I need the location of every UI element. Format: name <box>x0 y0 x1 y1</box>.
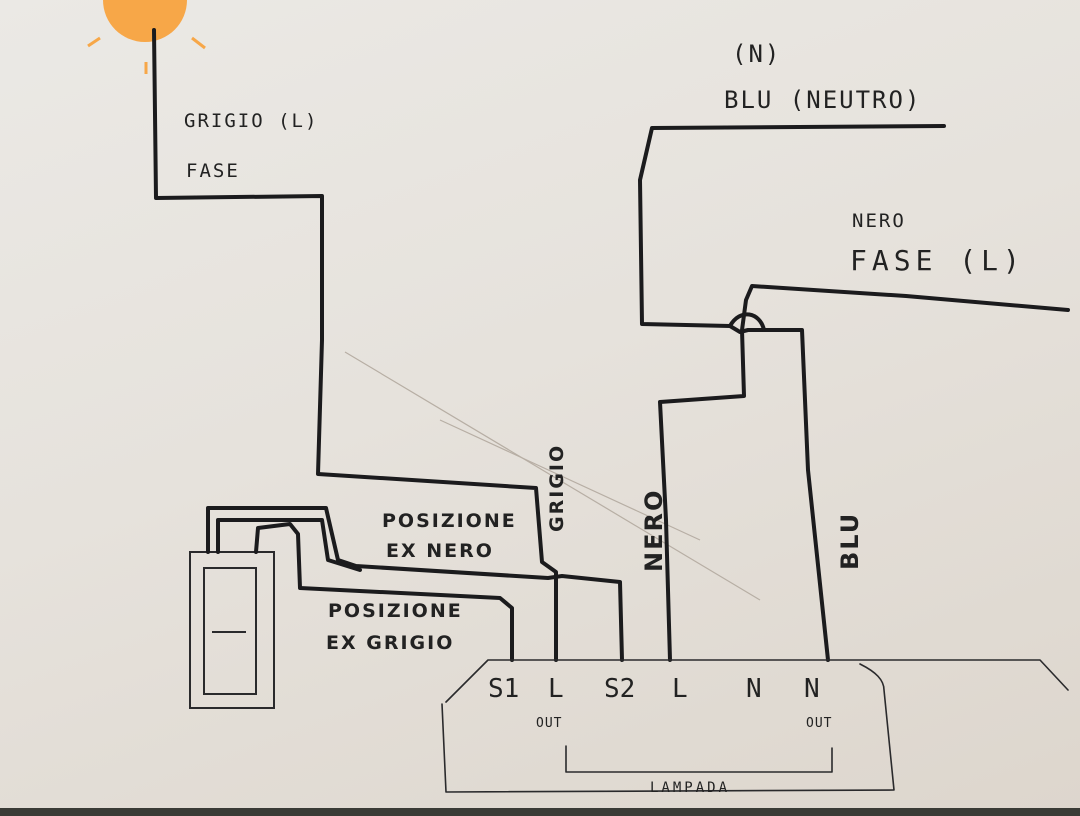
label-blu-neutro: BLU (NEUTRO) <box>724 86 922 114</box>
faint-diagonal-line-2 <box>439 419 701 541</box>
label-out-right: OUT <box>806 716 833 731</box>
terminal-n: N <box>746 674 762 704</box>
wire-switch-inner <box>216 518 362 572</box>
label-wire-grigio: GRIGIO <box>546 443 568 532</box>
lampada-bracket <box>565 745 833 773</box>
label-nero-fase-l: FASE (L) <box>850 244 1025 277</box>
label-out-left: OUT <box>536 716 563 731</box>
terminal-n-out: N <box>804 674 820 704</box>
sun-icon <box>87 0 206 74</box>
label-posizione-ex-nero-1: POSIZIONE <box>382 510 517 532</box>
label-nero: NERO <box>852 210 906 232</box>
label-posizione-ex-grigio-2: EX GRIGIO <box>326 632 455 654</box>
wire-grigio-fase <box>152 28 558 662</box>
wire-posizione-ex-nero <box>206 506 624 662</box>
wire-blu-neutro <box>638 124 946 662</box>
bottom-edge-strip <box>0 808 1080 816</box>
wire-nero-fase <box>658 284 1070 662</box>
label-wire-blu: BLU <box>836 511 864 570</box>
label-lampada: LAMPADA <box>650 780 731 796</box>
wall-switch <box>189 551 275 709</box>
label-wire-nero: NERO <box>640 488 668 572</box>
label-grigio-fase: FASE <box>186 160 240 182</box>
label-grigio-l: GRIGIO (L) <box>184 110 319 132</box>
wire-nero-crossover <box>728 312 766 332</box>
wire-posizione-ex-grigio <box>254 522 514 662</box>
label-posizione-ex-nero-2: EX NERO <box>386 540 494 562</box>
terminal-l-out: L <box>548 674 564 704</box>
faint-diagonal-line <box>344 351 761 601</box>
terminal-s1: S1 <box>488 674 520 704</box>
label-blu-n: (N) <box>732 40 782 68</box>
relay-module <box>441 659 1069 793</box>
terminal-s2: S2 <box>604 674 636 704</box>
label-posizione-ex-grigio-1: POSIZIONE <box>328 600 463 622</box>
terminal-l: L <box>672 674 688 704</box>
